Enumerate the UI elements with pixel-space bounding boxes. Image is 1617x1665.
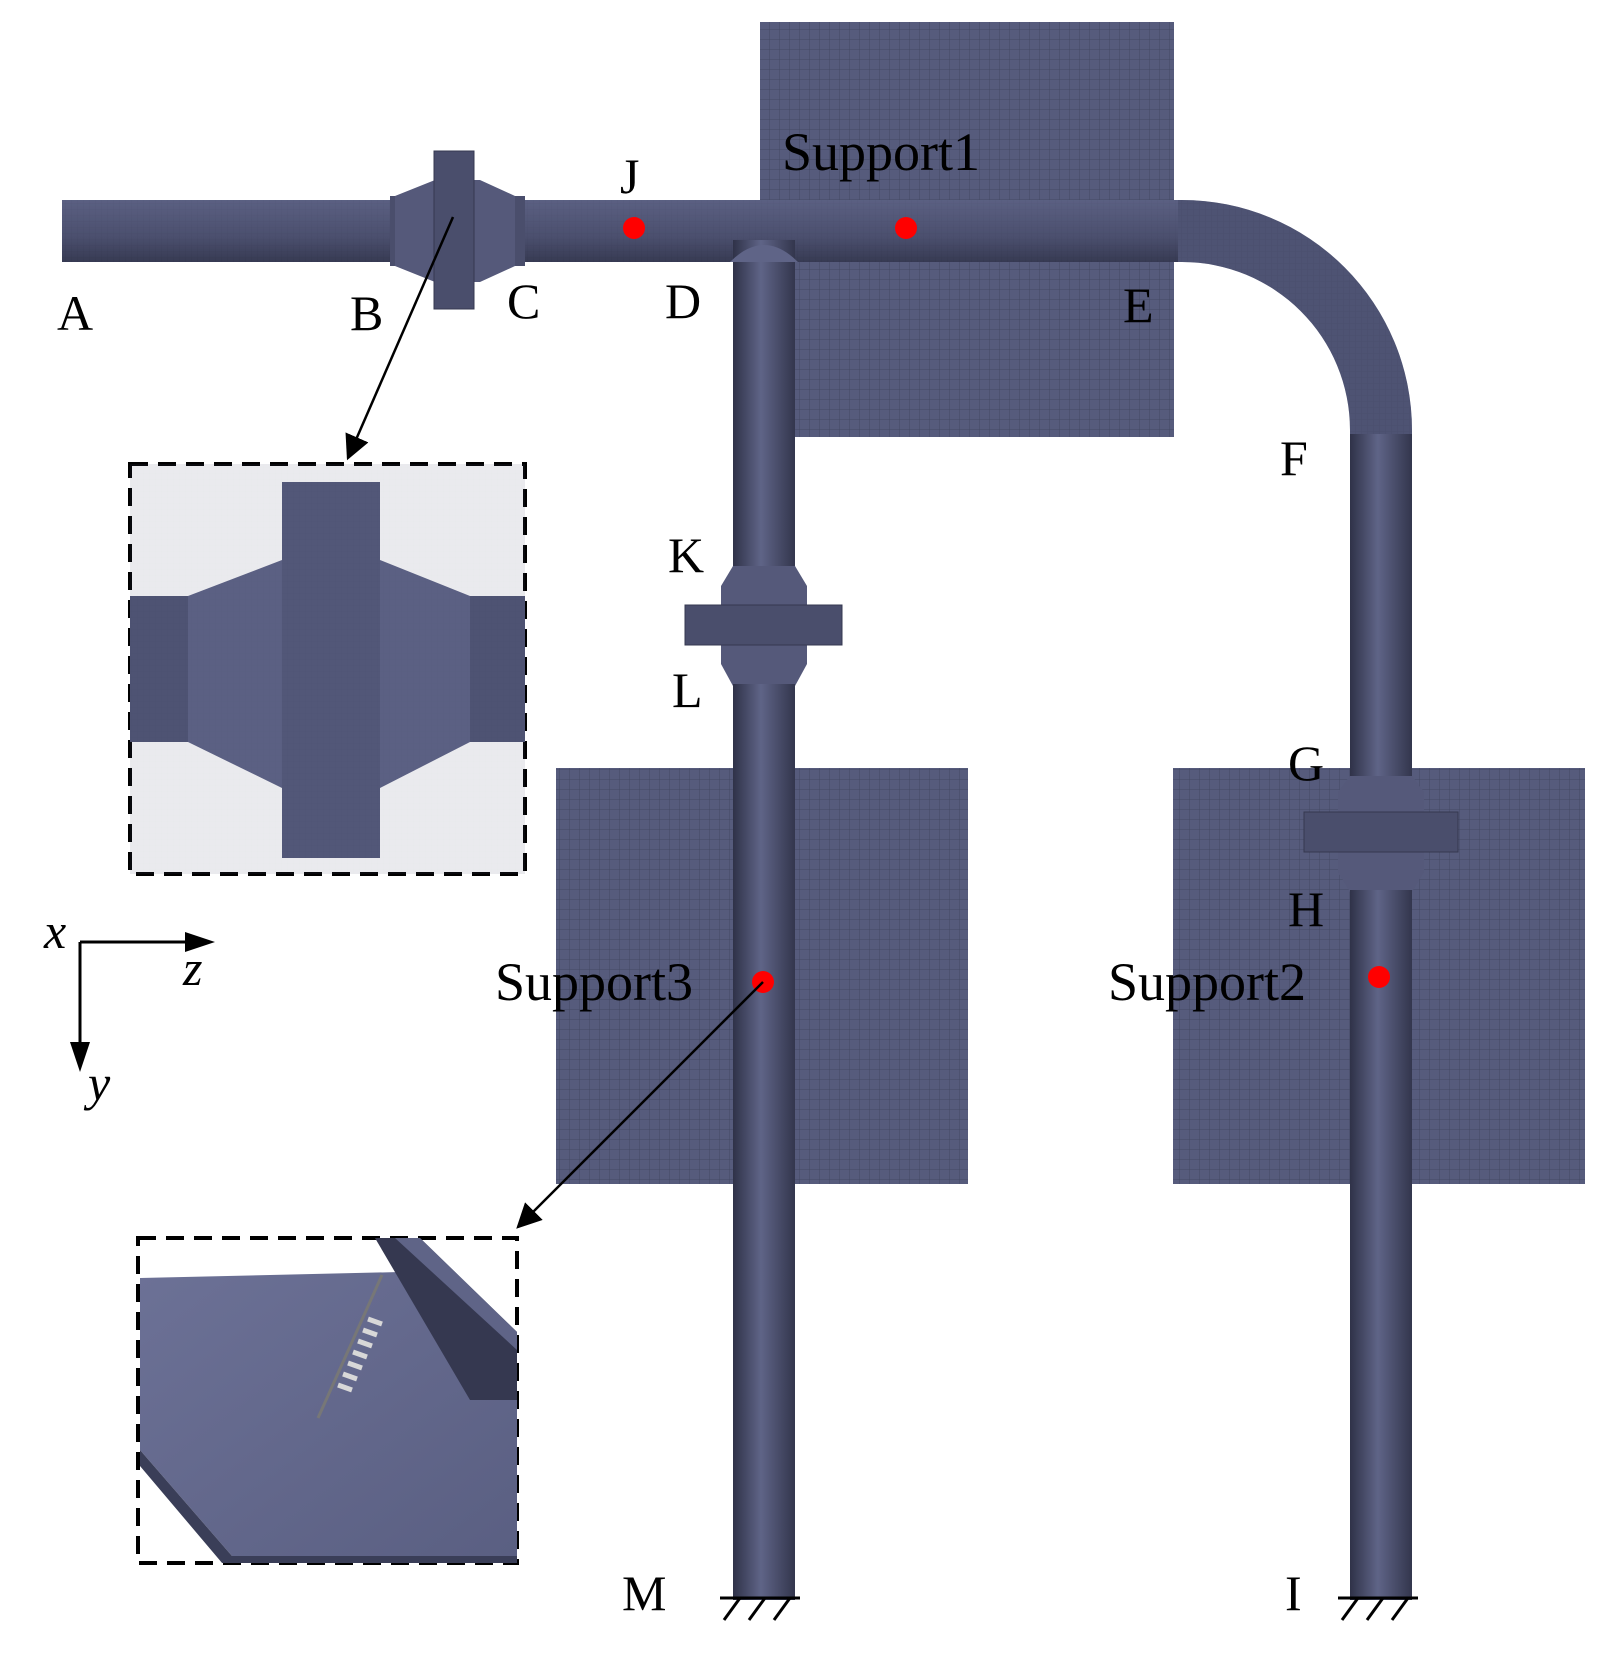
flange-g-h [1303, 776, 1459, 892]
flange-k-l [684, 566, 843, 686]
pipe-segment-f-g [1350, 434, 1412, 780]
label-c: C [507, 273, 540, 329]
axis-label-z: z [182, 940, 202, 996]
pipe-segment-d-k [733, 240, 795, 568]
label-h: H [1288, 881, 1324, 937]
label-m: M [622, 1565, 666, 1621]
axis-indicator: x z y [43, 903, 215, 1111]
flange-b-c [390, 150, 525, 310]
callout-arrow-flange [345, 216, 455, 461]
label-e: E [1123, 277, 1154, 333]
axis-label-x: x [43, 903, 66, 959]
label-j: J [620, 148, 639, 204]
pipe-segment-l-m [733, 684, 795, 1600]
label-support1: Support1 [782, 122, 980, 182]
label-k: K [668, 527, 704, 583]
label-l: L [672, 662, 703, 718]
label-b: B [350, 285, 383, 341]
pipe-segment-h-i [1350, 890, 1412, 1600]
callout-arrow-spring [516, 981, 764, 1229]
inset-flange-detail [128, 462, 527, 876]
axis-label-y: y [83, 1055, 111, 1111]
fixed-support-m [720, 1596, 800, 1621]
marker-support1 [895, 217, 917, 239]
fixed-support-i [1338, 1596, 1418, 1621]
label-support2: Support2 [1108, 952, 1306, 1012]
marker-j [623, 217, 645, 239]
marker-support2 [1368, 966, 1390, 988]
label-support3: Support3 [495, 952, 693, 1012]
label-i: I [1285, 1565, 1302, 1621]
label-a: A [57, 285, 93, 341]
label-d: D [665, 273, 701, 329]
inset-spring-detail [136, 1236, 519, 1565]
label-g: G [1288, 735, 1324, 791]
label-f: F [1280, 430, 1308, 486]
